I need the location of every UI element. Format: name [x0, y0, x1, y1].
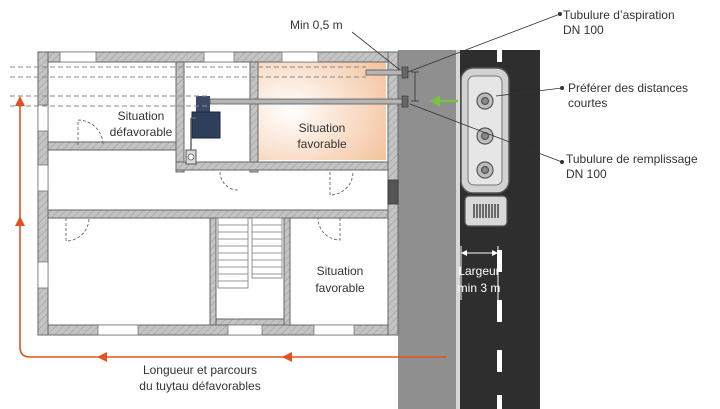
favorable-bottom-label-1: Situation — [317, 264, 364, 278]
tank-hatches — [476, 92, 494, 179]
hose-label-1: Longueur et parcours — [143, 363, 257, 377]
unfavorable-label-2: défavorable — [110, 125, 173, 139]
sidewalk — [398, 50, 456, 409]
tank-truck — [460, 67, 510, 227]
filling-pipe-label-2: DN 100 — [566, 167, 607, 181]
short-distance-arrow — [430, 95, 458, 107]
boiler-unit — [185, 96, 221, 165]
reference-lines — [10, 66, 366, 107]
suction-pipe — [365, 66, 409, 79]
suction-pipe-label-1: Tubulure d’aspiration — [563, 8, 675, 22]
favorable-zone-top — [258, 62, 386, 160]
prefer-short-label-2: courtes — [568, 96, 607, 110]
road-width-label-1: Largeur — [458, 264, 499, 278]
stairs — [217, 217, 283, 289]
min-distance-dimension — [351, 31, 419, 102]
suction-pipe-label-2: DN 100 — [563, 23, 604, 37]
favorable-bottom-label-2: favorable — [315, 281, 365, 295]
road-width-dimension: Largeur min 3 m — [458, 246, 501, 300]
street-door — [387, 179, 399, 205]
windows — [37, 51, 355, 336]
road-width-label-2: min 3 m — [458, 281, 501, 295]
min-distance-label: Min 0,5 m — [290, 18, 343, 32]
unfavorable-label-1: Situation — [118, 109, 165, 123]
prefer-short-label-1: Préférer des distances — [568, 81, 688, 95]
curb — [456, 50, 460, 409]
floor-plan — [37, 51, 399, 336]
leader-lines — [407, 13, 563, 163]
hose-label-2: du tuytau défavorables — [139, 379, 260, 393]
favorable-top-label-2: favorable — [297, 137, 347, 151]
cab-grille — [473, 204, 499, 218]
door-swings — [65, 119, 354, 242]
filling-pipe-label-1: Tubulure de remplissage — [566, 152, 698, 166]
leader-dots — [558, 12, 564, 164]
favorable-top-label-1: Situation — [299, 121, 346, 135]
hose-route — [19, 104, 398, 358]
hose-arrows — [15, 96, 292, 362]
lane-markings — [497, 50, 502, 409]
filling-pipe — [209, 95, 409, 108]
